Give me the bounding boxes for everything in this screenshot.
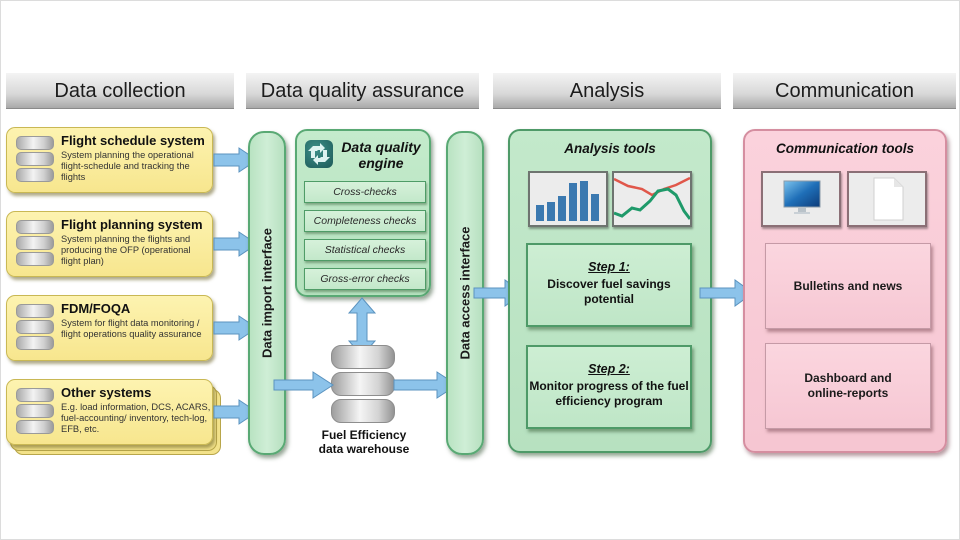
database-icon <box>16 136 54 184</box>
data-import-interface: Data import interface <box>248 131 286 455</box>
source-flight-planning-system: Flight planning system System planning t… <box>6 211 213 277</box>
interface-label: Data import interface <box>259 227 275 359</box>
database-icon <box>16 388 54 436</box>
recycle-arrows-icon <box>305 140 333 168</box>
step-2-monitor-progress: Step 2: Monitor progress of the fuel eff… <box>526 345 692 429</box>
analysis-tools-panel: Analysis tools Step 1: Discover fuel sav… <box>508 129 712 453</box>
analysis-tools-title: Analysis tools <box>564 141 656 156</box>
warehouse-label: Fuel Efficiency data warehouse <box>318 428 410 456</box>
database-icon <box>16 220 54 268</box>
source-description: System planning the flights and producin… <box>61 234 191 266</box>
bar-chart-icon <box>528 171 608 227</box>
source-other-systems: Other systems E.g. load information, DCS… <box>6 379 213 445</box>
source-title: Flight schedule system <box>61 133 205 148</box>
source-fdm-foqa: FDM/FOQA System for flight data monitori… <box>6 295 213 361</box>
quality-engine-title: Data quality engine <box>341 139 421 171</box>
line-chart-icon <box>612 171 692 227</box>
database-icon <box>16 304 54 352</box>
dashboard-and-online-reports: Dashboard and online-reports <box>765 343 931 429</box>
check-cross-checks: Cross-checks <box>304 181 426 203</box>
communication-tools-panel: Communication tools Bulletins and news D… <box>743 129 947 453</box>
source-description: System for flight data monitoring / flig… <box>61 318 202 339</box>
interface-label: Data access interface <box>457 226 473 360</box>
source-title: Flight planning system <box>61 217 203 232</box>
check-completeness-checks: Completeness checks <box>304 210 426 232</box>
header-communication: Communication <box>733 73 956 109</box>
step-1-discover-savings: Step 1: Discover fuel savings potential <box>526 243 692 327</box>
warehouse-database-icon <box>331 345 395 427</box>
arrow-right-icon <box>273 371 334 399</box>
header-data-collection: Data collection <box>6 73 234 109</box>
check-statistical-checks: Statistical checks <box>304 239 426 261</box>
bulletins-and-news: Bulletins and news <box>765 243 931 329</box>
source-title: FDM/FOQA <box>61 301 131 316</box>
source-description: System planning the operational flight-s… <box>61 150 194 182</box>
data-quality-engine: Data quality engine Cross-checks Complet… <box>295 129 431 297</box>
header-data-quality-assurance: Data quality assurance <box>246 73 479 109</box>
source-description: E.g. load information, DCS, ACARS, fuel-… <box>61 402 211 434</box>
source-flight-schedule-system: Flight schedule system System planning t… <box>6 127 213 193</box>
document-icon <box>847 171 927 227</box>
communication-tools-title: Communication tools <box>776 141 914 156</box>
check-gross-error-checks: Gross-error checks <box>304 268 426 290</box>
monitor-icon <box>761 171 841 227</box>
header-analysis: Analysis <box>493 73 721 109</box>
source-title: Other systems <box>61 385 152 400</box>
